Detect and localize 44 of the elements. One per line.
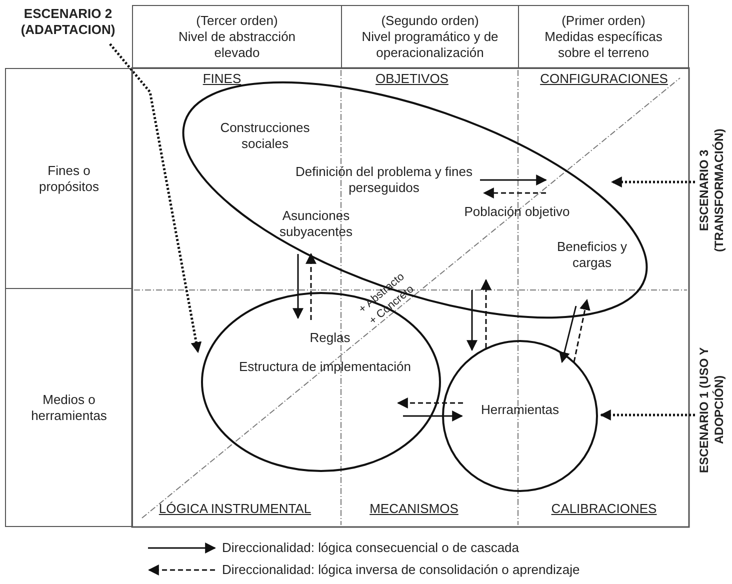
quadrant-label: CALIBRACIONES — [551, 501, 657, 516]
cell-text: Medios o herramientas — [30, 392, 108, 424]
arrow — [480, 278, 492, 348]
concept-text: Beneficios y cargas — [556, 239, 628, 271]
header-cell — [341, 5, 519, 69]
scenario-label: ESCENARIO 2 (ADAPTACION) — [6, 6, 130, 42]
cell-text: Fines o propósitos — [38, 162, 100, 194]
header-cell — [132, 5, 342, 69]
quadrant-label: CONFIGURACIONES — [540, 71, 668, 86]
row-header-box — [5, 288, 133, 527]
scenario-label: ESCENARIO 3 (TRANSFORMACIÓN) — [694, 126, 730, 254]
concept-text: Población objetivo — [463, 204, 571, 220]
quadrant-label: MECANISMOS — [370, 501, 458, 516]
arrow — [600, 410, 695, 420]
quadrant-label: LÓGICA INSTRUMENTAL — [158, 501, 312, 516]
quadrant-label: FINES — [202, 71, 242, 86]
cell-text: (Segundo orden) — [381, 13, 479, 29]
arrow — [396, 398, 463, 408]
arrow — [306, 252, 316, 320]
arrow — [403, 410, 464, 422]
cell-text: Nivel programático y de operacionalización — [360, 29, 500, 61]
arrow — [292, 254, 304, 320]
concept-text: Herramientas — [480, 402, 560, 418]
legend-text: Direccionalidad: lógica inversa de consolidación o aprendizaje — [222, 562, 580, 578]
concept-text: Construcciones sociales — [219, 120, 311, 152]
legend-text: Direccionalidad: lógica consecuencial o de cascada — [222, 540, 520, 556]
concept-text: Asunciones subyacentes — [278, 208, 354, 240]
quadrant-label: OBJETIVOS — [376, 71, 448, 86]
row-header-box — [5, 68, 133, 289]
arrow — [559, 306, 577, 364]
cell-text: (Tercer orden) — [196, 13, 278, 29]
concept-text: Definición del problema y fines perseguidos — [294, 164, 474, 196]
header-cell — [518, 5, 689, 69]
arrow — [466, 290, 478, 352]
tools-circle — [441, 339, 599, 493]
cell-text: (Primer orden) — [562, 13, 646, 29]
concept-text: Estructura de implementación — [238, 359, 412, 375]
cell-text: Nivel de abstracción elevado — [177, 29, 297, 61]
arrow — [610, 176, 695, 188]
concept-text: Reglas — [308, 330, 352, 346]
scenario-label: ESCENARIO 1 (USO Y ADOPCIÓN) — [694, 346, 730, 474]
cell-text: Medidas específicas sobre el terreno — [544, 29, 664, 61]
arrow — [573, 298, 590, 362]
arrow — [109, 43, 202, 354]
